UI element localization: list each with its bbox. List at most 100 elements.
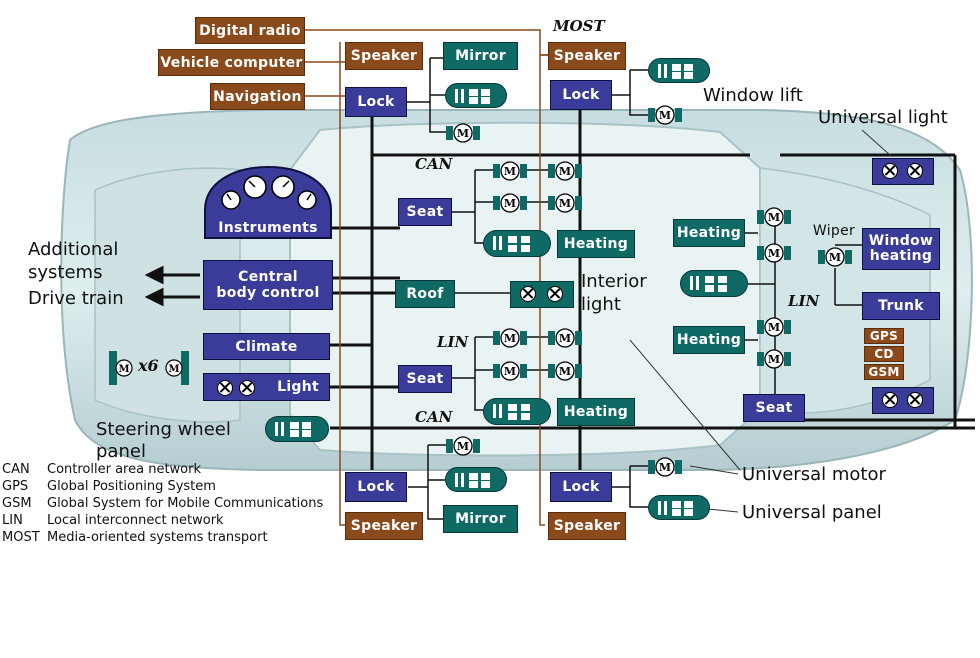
speaker-bottom-left-box: Speaker xyxy=(345,512,423,540)
universal-motor-label: Universal motor xyxy=(742,464,886,485)
legend-abbr: CAN xyxy=(2,462,30,477)
legend-text: Controller area network xyxy=(47,462,201,477)
window-heating-box: Window heating xyxy=(862,228,940,270)
universal-light-label: Universal light xyxy=(818,107,948,128)
lamp-icon xyxy=(872,158,934,185)
motor-icon: M xyxy=(818,247,852,267)
seat-rear-box: Seat xyxy=(743,394,805,422)
lamp-icon xyxy=(872,387,934,414)
svg-text:M: M xyxy=(768,321,780,334)
svg-text:M: M xyxy=(504,197,516,210)
lin-bus-label-left: LIN xyxy=(437,333,469,351)
lamp-icon xyxy=(510,281,574,308)
vehicle-computer-box: Vehicle computer xyxy=(158,49,305,76)
legend-abbr: LIN xyxy=(2,513,23,528)
instruments-box: Instruments xyxy=(218,219,318,236)
motor-icon: M xyxy=(757,317,791,337)
window-heating-line2: heating xyxy=(869,248,933,264)
heating-box-3: Heating xyxy=(673,219,745,247)
lock-top-right-box: Lock xyxy=(550,80,612,110)
svg-text:M: M xyxy=(118,364,129,375)
lock-top-left-box: Lock xyxy=(345,87,407,117)
switch-panel-icon xyxy=(265,416,329,442)
lock-bottom-left-box: Lock xyxy=(345,472,407,502)
switch-panel-icon xyxy=(445,83,507,108)
motor-icon: M xyxy=(648,105,682,125)
legend-abbr: MOST xyxy=(2,530,40,545)
heating-box-2: Heating xyxy=(557,398,635,426)
x6-label: x6 xyxy=(138,356,159,375)
svg-text:M: M xyxy=(659,461,671,474)
cd-box: CD xyxy=(864,346,904,362)
svg-text:M: M xyxy=(559,332,571,345)
legend-abbr: GSM xyxy=(2,496,32,511)
svg-text:M: M xyxy=(504,365,516,378)
steering-wheel-panel-label-line2: panel xyxy=(96,441,146,462)
lock-bottom-right-box: Lock xyxy=(550,472,612,502)
additional-systems-label-line2: systems xyxy=(28,262,103,283)
mirror-top-box: Mirror xyxy=(443,42,518,70)
svg-text:M: M xyxy=(168,364,179,375)
additional-systems-label-line1: Additional xyxy=(28,239,119,260)
universal-panel-label: Universal panel xyxy=(742,502,882,523)
instruments-gauge-icon xyxy=(204,165,332,239)
trunk-box: Trunk xyxy=(862,292,940,320)
lamp-icon xyxy=(215,376,263,399)
motor-icon: M xyxy=(446,436,480,456)
legend-text: Media-oriented systems transport xyxy=(47,530,268,545)
window-lift-label: Window lift xyxy=(703,85,803,106)
mirror-bottom-box: Mirror xyxy=(443,505,518,533)
switch-panel-icon xyxy=(483,230,551,257)
wiper-label: Wiper xyxy=(812,223,856,239)
interior-light-label-line1: Interior xyxy=(581,271,647,292)
speaker-top-left-box: Speaker xyxy=(345,42,423,70)
seat-front-top-box: Seat xyxy=(398,198,452,226)
heating-box-4: Heating xyxy=(673,326,745,354)
svg-text:M: M xyxy=(559,165,571,178)
switch-panel-icon xyxy=(445,467,507,492)
heating-box-1: Heating xyxy=(557,230,635,258)
svg-text:M: M xyxy=(504,332,516,345)
speaker-top-right-box: Speaker xyxy=(548,42,626,70)
svg-text:M: M xyxy=(559,365,571,378)
svg-text:M: M xyxy=(768,353,780,366)
motor-icon: M xyxy=(493,193,527,213)
motor-icon: M xyxy=(109,351,133,385)
motor-icon: M xyxy=(648,457,682,477)
svg-text:M: M xyxy=(457,127,469,140)
svg-text:M: M xyxy=(829,251,841,264)
legend-abbr: GPS xyxy=(2,479,29,494)
motor-icon: M xyxy=(165,351,189,385)
light-label: Light xyxy=(277,379,319,395)
motor-icon: M xyxy=(493,361,527,381)
steering-wheel-panel-label-line1: Steering wheel xyxy=(96,419,231,440)
most-bus-label: MOST xyxy=(553,17,605,35)
motor-icon: M xyxy=(548,161,582,181)
central-body-control-line2: body control xyxy=(216,285,320,301)
svg-text:M: M xyxy=(504,165,516,178)
central-body-control-line1: Central xyxy=(238,268,298,285)
motor-icon: M xyxy=(757,243,791,263)
svg-text:M: M xyxy=(457,440,469,453)
switch-panel-icon xyxy=(648,495,710,520)
roof-box: Roof xyxy=(395,280,455,308)
svg-text:M: M xyxy=(768,247,780,260)
svg-text:M: M xyxy=(559,197,571,210)
motor-icon: M xyxy=(757,349,791,369)
can-bus-label-bottom: CAN xyxy=(415,408,453,426)
legend-text: Global System for Mobile Communications xyxy=(47,496,324,511)
motor-icon: M xyxy=(757,207,791,227)
gps-box: GPS xyxy=(864,328,904,344)
navigation-box: Navigation xyxy=(210,83,305,110)
climate-box: Climate xyxy=(203,333,330,360)
motor-icon: M xyxy=(548,193,582,213)
svg-text:M: M xyxy=(659,109,671,122)
motor-icon: M xyxy=(548,361,582,381)
gsm-box: GSM xyxy=(864,364,904,380)
lin-bus-label-right: LIN xyxy=(788,292,820,310)
legend-text: Local interconnect network xyxy=(47,513,224,528)
legend-text: Global Positioning System xyxy=(47,479,216,494)
window-heating-line1: Window xyxy=(868,232,934,249)
motor-icon: M xyxy=(493,161,527,181)
